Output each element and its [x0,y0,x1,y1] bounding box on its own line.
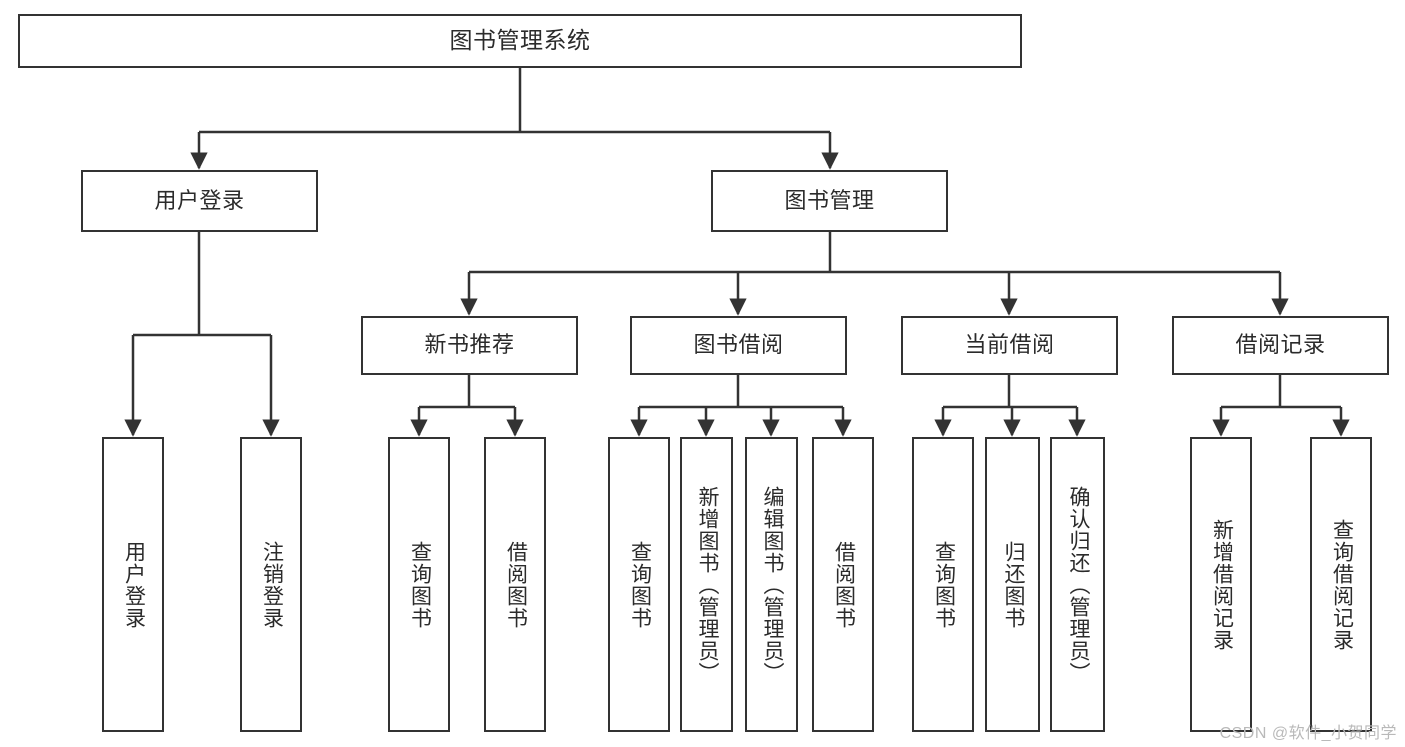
leaf-leaf-query-book-1-label: 查询图书 [408,540,432,629]
node-borrow-record-label: 借阅记录 [1235,332,1326,358]
leaf-leaf-add-book[interactable]: 新增图书（管理员） [680,437,733,732]
leaf-leaf-query-record-label: 查询借阅记录 [1330,518,1354,651]
node-book-borrow[interactable]: 图书借阅 [630,316,847,375]
leaf-leaf-confirm-return[interactable]: 确认归还（管理员） [1050,437,1105,732]
leaf-leaf-query-book-3-label: 查询图书 [932,540,956,629]
leaf-leaf-edit-book[interactable]: 编辑图书（管理员） [745,437,798,732]
leaf-leaf-add-book-label: 新增图书（管理员） [695,485,719,684]
leaf-leaf-query-book-2-label: 查询图书 [628,540,652,629]
leaf-leaf-borrow-book-1-label: 借阅图书 [504,540,528,629]
leaf-leaf-borrow-book-1[interactable]: 借阅图书 [484,437,546,732]
leaf-leaf-borrow-book-2[interactable]: 借阅图书 [812,437,874,732]
node-new-book-recommend-label: 新书推荐 [424,332,515,358]
leaf-leaf-user-login[interactable]: 用户登录 [102,437,164,732]
leaf-leaf-return-book[interactable]: 归还图书 [985,437,1040,732]
node-book-borrow-label: 图书借阅 [693,332,784,358]
node-book-manage-label: 图书管理 [784,187,875,213]
leaf-leaf-user-login-label: 用户登录 [122,540,146,629]
leaf-leaf-query-book-2[interactable]: 查询图书 [608,437,670,732]
leaf-leaf-query-book-3[interactable]: 查询图书 [912,437,974,732]
node-root[interactable]: 图书管理系统 [18,14,1022,68]
node-user-login[interactable]: 用户登录 [81,170,318,232]
leaf-leaf-confirm-return-label: 确认归还（管理员） [1066,485,1090,684]
leaf-leaf-edit-book-label: 编辑图书（管理员） [760,485,784,684]
leaf-leaf-return-book-label: 归还图书 [1001,540,1025,629]
leaf-leaf-query-record[interactable]: 查询借阅记录 [1310,437,1372,732]
leaf-leaf-logout-login[interactable]: 注销登录 [240,437,302,732]
node-root-label: 图书管理系统 [449,27,591,54]
leaf-leaf-query-book-1[interactable]: 查询图书 [388,437,450,732]
node-new-book-recommend[interactable]: 新书推荐 [361,316,578,375]
node-user-login-label: 用户登录 [154,187,245,213]
leaf-leaf-add-record[interactable]: 新增借阅记录 [1190,437,1252,732]
node-current-borrow[interactable]: 当前借阅 [901,316,1118,375]
node-book-manage[interactable]: 图书管理 [711,170,948,232]
leaf-leaf-logout-login-label: 注销登录 [260,540,284,629]
node-current-borrow-label: 当前借阅 [964,332,1055,358]
node-borrow-record[interactable]: 借阅记录 [1172,316,1389,375]
leaf-leaf-add-record-label: 新增借阅记录 [1210,518,1234,651]
leaf-leaf-borrow-book-2-label: 借阅图书 [832,540,856,629]
